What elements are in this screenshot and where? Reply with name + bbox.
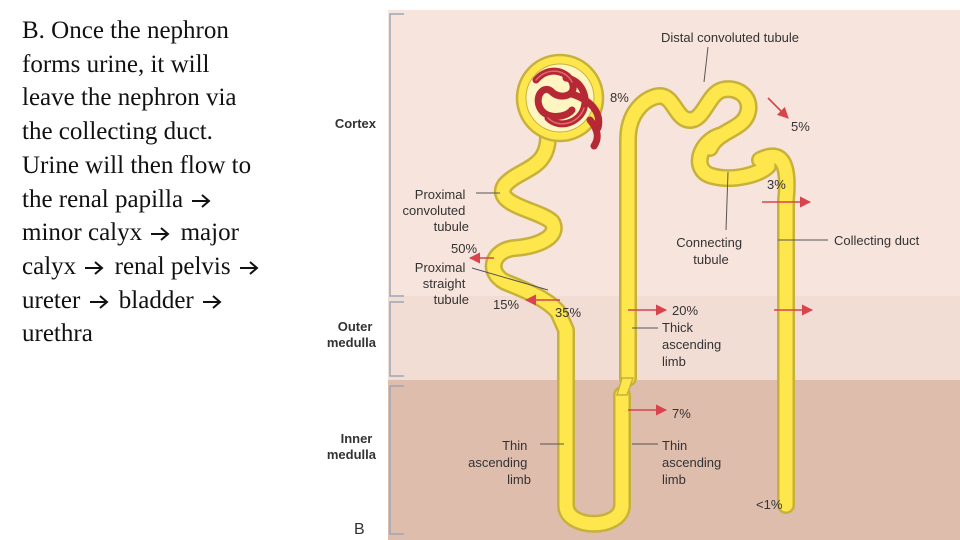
right-arrow-icon — [151, 227, 170, 241]
flow-step-minor-calyx: minor calyx — [22, 219, 143, 247]
reabsorption-arrows — [468, 97, 814, 416]
outer-medulla-region — [388, 296, 960, 380]
text-line: Urine will then flow to — [22, 151, 252, 179]
label-proximal-convoluted-tubule: Proximal convoluted tubule — [402, 187, 469, 234]
leader-lines — [471, 46, 828, 445]
zone-label-cortex: Cortex — [335, 116, 377, 131]
panel-letter: B — [354, 521, 365, 538]
flow-step-ureter: ureter — [22, 286, 81, 314]
flow-step-calyx: calyx — [22, 252, 77, 280]
zone-label-inner-medulla: Inner medulla — [327, 431, 377, 462]
text-line: calyx renal pelvis — [22, 250, 312, 284]
label-distal-convoluted-tubule: Distal convoluted tubule — [661, 30, 799, 45]
glomerulus-highlight — [535, 70, 585, 125]
connecting-tubule — [693, 128, 775, 185]
flow-step-renal-pelvis: renal pelvis — [114, 252, 231, 280]
cortex-region — [388, 10, 960, 296]
text-line: the renal papilla — [22, 183, 312, 217]
pct-proximal-convoluted: 50% — [451, 241, 477, 256]
text-line: B. Once the nephron — [22, 17, 229, 44]
text-line: the collecting duct. — [22, 118, 213, 146]
right-arrow-icon — [89, 294, 109, 309]
collecting-duct — [753, 149, 794, 512]
inner-medulla-region — [388, 380, 960, 540]
arrow-distal — [767, 97, 789, 119]
pct-proximal-straight: 15% — [493, 297, 519, 312]
proximal-tubule-and-loop — [487, 129, 629, 531]
pct-thin-ascending: 7% — [672, 406, 691, 421]
zone-brackets — [389, 13, 404, 535]
text-line: urethra — [22, 320, 93, 348]
text-line: ureter bladder — [22, 284, 312, 318]
right-arrow-icon — [239, 261, 259, 275]
right-arrow-icon — [85, 261, 104, 275]
zone-label-outer-medulla: Outer medulla — [327, 319, 377, 350]
tubule-fill — [487, 82, 794, 531]
right-arrow-icon — [192, 193, 211, 208]
thick-ascending-limb — [621, 82, 756, 385]
text-line: leave the nephron via — [22, 84, 237, 112]
label-connecting-tubule: Connecting tubule — [676, 235, 745, 267]
label-thin-ascending-limb-left: Thin ascending limb — [468, 438, 531, 487]
pct-connecting: 3% — [767, 177, 786, 192]
label-thick-ascending-limb: Thick ascending limb — [662, 320, 725, 369]
pct-distal: 5% — [791, 119, 810, 134]
slide-text-block: B. Once the nephron forms urine, it will… — [22, 14, 312, 351]
text-line: forms urine, it will — [22, 50, 210, 78]
pct-collecting-duct-end: <1% — [756, 497, 783, 512]
right-arrow-icon — [203, 294, 222, 309]
label-thin-ascending-limb-right: Thin ascending limb — [662, 438, 725, 487]
pct-glomerulus: 8% — [610, 90, 629, 105]
flow-step-major: major — [180, 219, 239, 247]
flow-step-renal-papilla: the renal papilla — [22, 185, 184, 213]
label-proximal-straight-tubule: Proximal straight tubule — [415, 260, 469, 307]
pct-loop-descending: 35% — [555, 305, 581, 320]
pct-thick-ascending: 20% — [672, 303, 698, 318]
limb-junction — [615, 377, 635, 396]
label-collecting-duct: Collecting duct — [834, 233, 920, 248]
text-line: minor calyx major — [22, 216, 312, 250]
flow-step-bladder: bladder — [118, 286, 194, 314]
